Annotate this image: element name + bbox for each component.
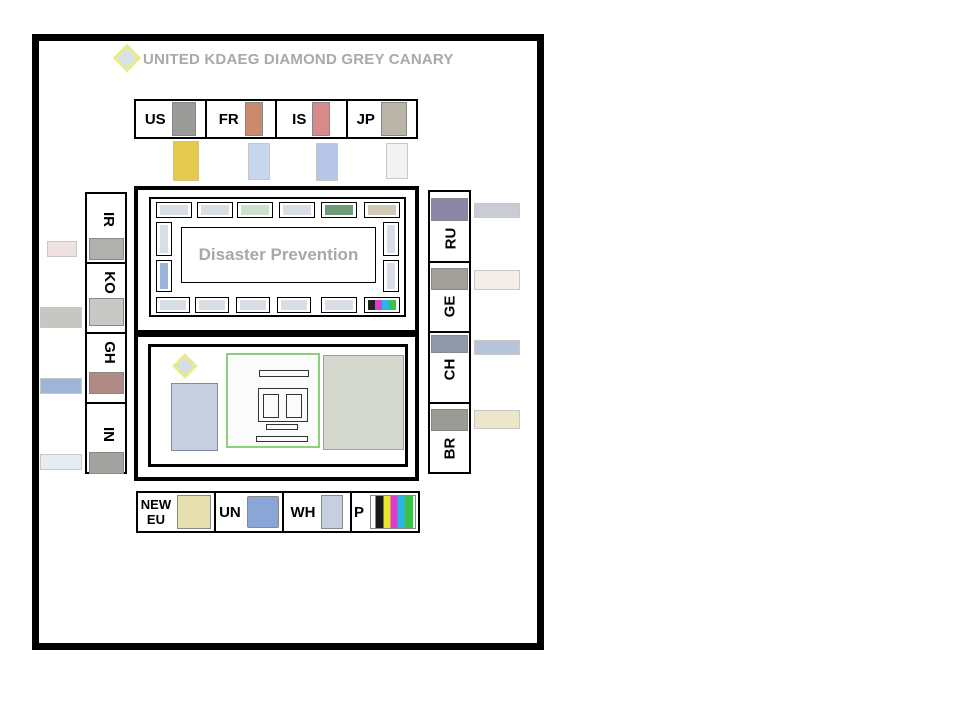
street-sketch-image	[323, 355, 404, 450]
board-square[interactable]	[321, 202, 357, 218]
top-row: US FR IS JP	[134, 99, 418, 139]
figure-thumbnail-icon	[312, 102, 331, 136]
right-cell-label: CH	[441, 358, 459, 381]
left-cell-label: GH	[100, 341, 118, 364]
board-square[interactable]	[236, 297, 270, 313]
bottom-cell-label: P	[353, 503, 364, 521]
diagram-box	[263, 394, 279, 418]
top-cell-label: US	[144, 110, 166, 128]
bottom-cell-p[interactable]: P	[352, 493, 418, 531]
figure-image	[47, 241, 77, 257]
building-thumbnail-icon	[321, 495, 344, 529]
board-square[interactable]	[237, 202, 273, 218]
left-cell-label: IR	[100, 212, 117, 227]
board-square[interactable]	[321, 297, 357, 313]
diagram-box	[258, 388, 308, 422]
left-cell-label: KO	[100, 271, 118, 294]
right-column: RU GE CH BR	[428, 190, 471, 474]
figure-image	[386, 143, 408, 179]
figure-thumbnail-icon	[89, 372, 124, 394]
right-cell-ge[interactable]: GE	[430, 263, 469, 333]
board-square[interactable]	[156, 297, 190, 313]
figure-thumbnail-icon	[89, 298, 124, 326]
right-cell-label: GE	[441, 295, 459, 317]
board-square[interactable]	[156, 222, 172, 256]
un-emblem-icon	[246, 496, 279, 528]
building-sketch-image	[171, 383, 218, 451]
bottom-cell-label: UN	[219, 503, 241, 521]
bottom-cell-new-eu[interactable]: NEW EU	[138, 493, 216, 531]
board-square[interactable]	[156, 260, 172, 292]
right-cell-br[interactable]: BR	[430, 404, 469, 473]
figure-thumbnail-icon	[431, 408, 468, 431]
top-cell-is[interactable]: IS	[277, 101, 348, 137]
diagram-box	[259, 370, 309, 377]
figure-image	[40, 454, 82, 470]
left-cell-in[interactable]: IN	[87, 404, 125, 474]
ring-thumbnail-icon	[177, 495, 212, 529]
board-square[interactable]	[383, 222, 399, 256]
board-square[interactable]	[277, 297, 311, 313]
board-square[interactable]	[364, 202, 400, 218]
figure-image	[248, 143, 270, 180]
figure-thumbnail-icon	[171, 102, 196, 136]
board-square[interactable]	[197, 202, 233, 218]
diagram-box	[286, 394, 302, 418]
bottom-cell-label: WH	[290, 503, 316, 521]
figure-image	[40, 378, 82, 394]
board-square[interactable]	[156, 202, 192, 218]
header-title: UNITED KDAEG DIAMOND GREY CANARY	[143, 51, 454, 68]
right-cell-ch[interactable]: CH	[430, 333, 469, 404]
bottom-row: NEW EU UN WH P	[136, 491, 420, 533]
left-cell-label: IN	[100, 427, 117, 442]
board-square[interactable]	[383, 260, 399, 292]
left-cell-gh[interactable]: GH	[87, 334, 125, 404]
center-title: Disaster Prevention	[198, 245, 359, 264]
bottom-cell-un[interactable]: UN	[216, 493, 284, 531]
top-cell-label: IS	[292, 110, 307, 128]
top-cell-fr[interactable]: FR	[207, 101, 277, 137]
left-cell-ko[interactable]: KO	[87, 264, 125, 334]
color-palette-icon	[370, 495, 416, 529]
figure-thumbnail-icon	[380, 102, 407, 136]
figure-image	[173, 141, 199, 181]
schematic-diagram	[226, 353, 320, 448]
left-cell-ir[interactable]: IR	[87, 194, 125, 264]
figure-thumbnail-icon	[244, 102, 263, 136]
bottom-cell-wh[interactable]: WH	[284, 493, 352, 531]
bottom-cell-label: NEW EU	[140, 497, 172, 527]
right-cell-label: BR	[441, 437, 459, 459]
right-cell-label: RU	[442, 227, 460, 250]
board-square[interactable]	[195, 297, 229, 313]
figure-image	[474, 203, 520, 218]
board-square[interactable]	[364, 297, 400, 313]
left-column: IR KO GH IN	[85, 192, 127, 474]
diagram-box	[266, 424, 298, 430]
figure-image	[474, 410, 520, 429]
board-square[interactable]	[279, 202, 315, 218]
top-cell-label: JP	[356, 110, 375, 128]
figure-thumbnail-icon	[431, 198, 468, 221]
figure-image	[40, 307, 82, 328]
disaster-prevention-box: Disaster Prevention	[181, 227, 376, 283]
diagram-box	[256, 436, 308, 442]
figure-thumbnail-icon	[431, 335, 468, 353]
figure-image	[474, 270, 520, 290]
figure-image	[474, 340, 520, 355]
figure-thumbnail-icon	[89, 238, 124, 260]
right-cell-ru[interactable]: RU	[430, 192, 469, 263]
top-cell-us[interactable]: US	[136, 101, 207, 137]
figure-thumbnail-icon	[431, 267, 468, 290]
top-cell-jp[interactable]: JP	[348, 101, 417, 137]
top-cell-label: FR	[218, 110, 239, 128]
figure-image	[316, 143, 338, 181]
figure-thumbnail-icon	[89, 452, 124, 474]
